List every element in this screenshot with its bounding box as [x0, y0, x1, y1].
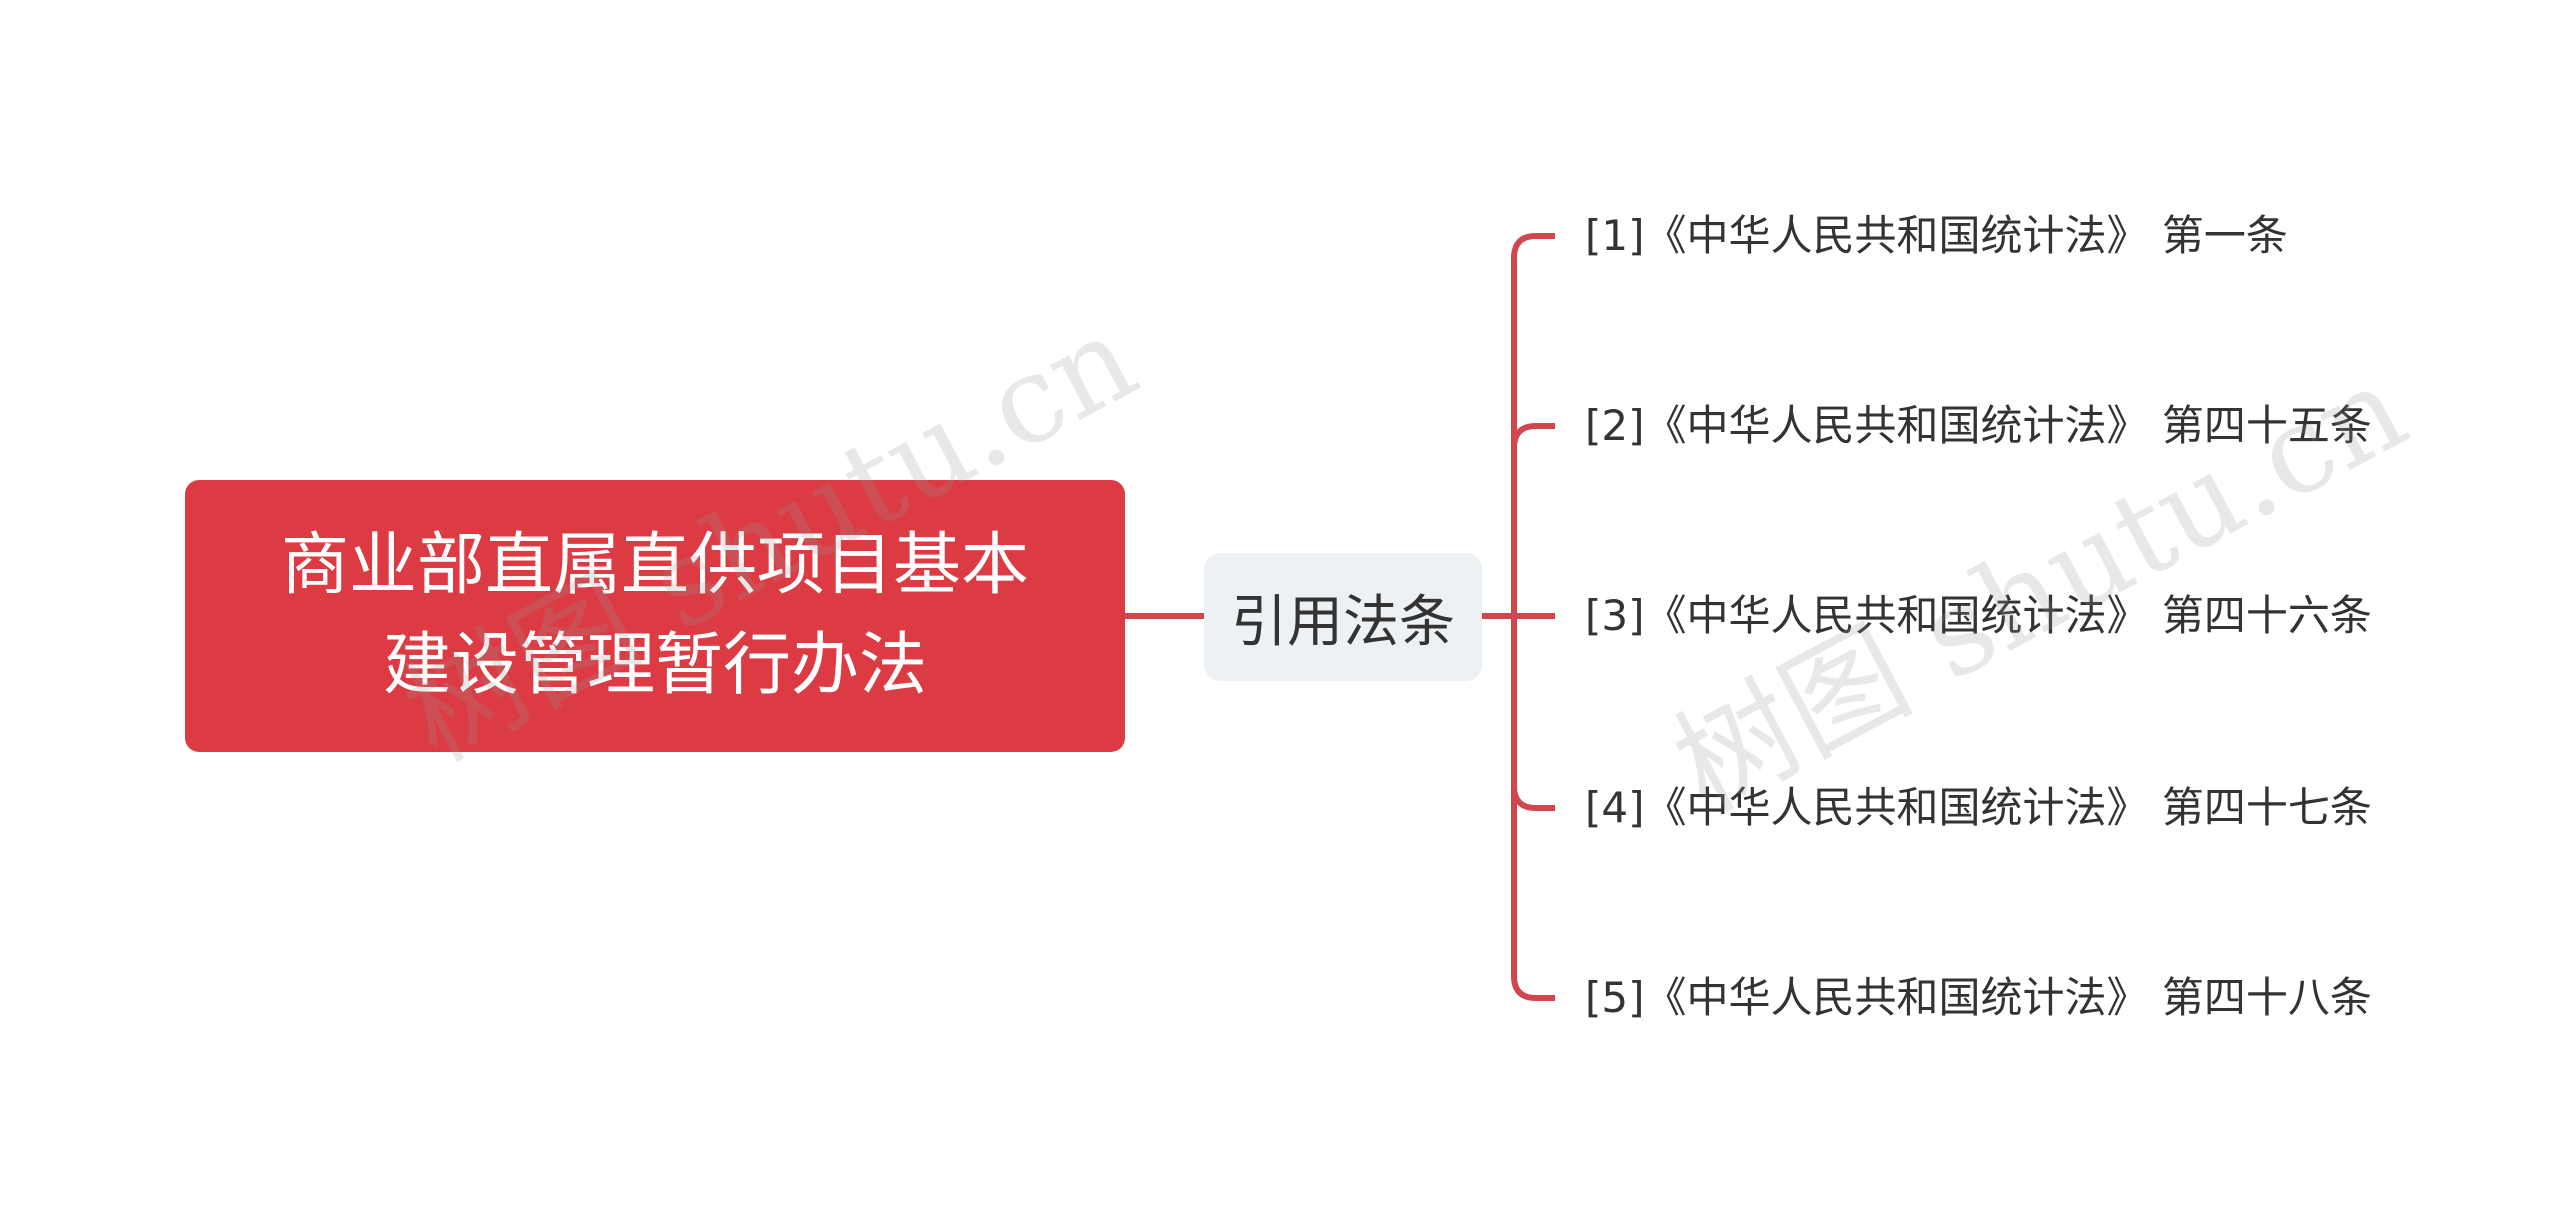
- root-node[interactable]: 商业部直属直供项目基本 建设管理暂行办法: [185, 480, 1125, 752]
- branch-node-cited-articles[interactable]: 引用法条: [1204, 553, 1482, 681]
- connector-leaf-5: [1511, 975, 1555, 1001]
- leaf-node-2[interactable]: [2]《中华人民共和国统计法》 第四十五条: [1585, 401, 2372, 450]
- leaf-node-1[interactable]: [1]《中华人民共和国统计法》 第一条: [1585, 211, 2288, 260]
- branch-node-label: 引用法条: [1231, 589, 1455, 655]
- leaf-node-5[interactable]: [5]《中华人民共和国统计法》 第四十八条: [1585, 973, 2372, 1022]
- connector-leaf-4: [1511, 785, 1555, 811]
- connector-leaf-2: [1511, 423, 1555, 449]
- connector-leaf-1: [1511, 233, 1555, 259]
- leaf-node-3[interactable]: [3]《中华人民共和国统计法》 第四十六条: [1585, 591, 2372, 640]
- leaf-node-4[interactable]: [4]《中华人民共和国统计法》 第四十七条: [1585, 783, 2372, 832]
- root-node-title: 商业部直属直供项目基本 建设管理暂行办法: [280, 526, 1029, 705]
